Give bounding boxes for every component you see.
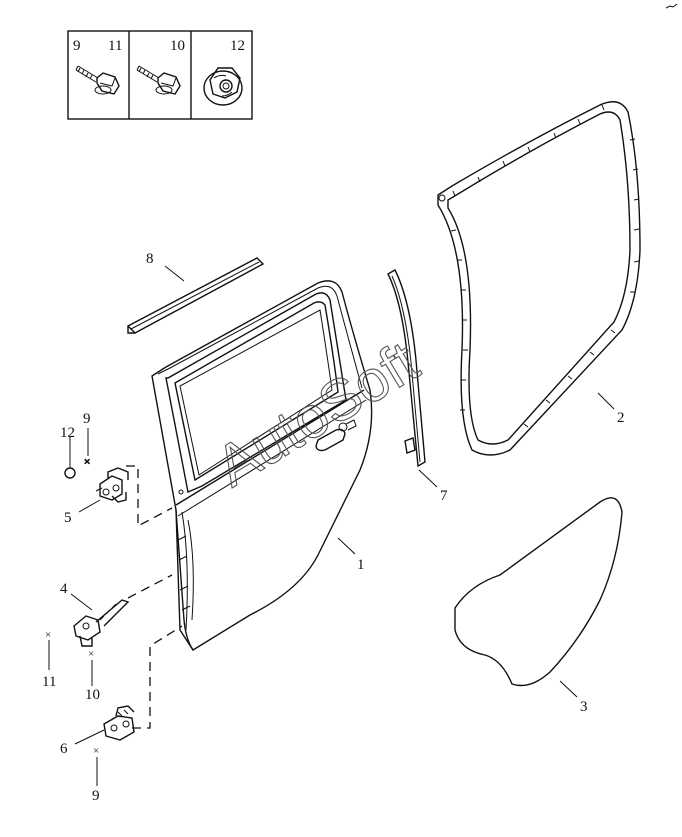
bolt-flange-icon <box>136 65 181 95</box>
callout-8: 8 <box>146 251 154 267</box>
callout-12: 12 <box>60 425 75 441</box>
callout-2: 2 <box>617 410 625 426</box>
bolt-mark-11: × <box>45 629 51 641</box>
bolt-mark-10: × <box>88 648 94 660</box>
callout-9-upper: 9 <box>83 411 91 427</box>
bolt-flange-icon <box>75 65 120 95</box>
legend-label-10: 10 <box>170 38 185 54</box>
callout-9-lower: 9 <box>92 788 100 804</box>
callout-5: 5 <box>64 510 72 526</box>
callout-10: 10 <box>85 687 100 703</box>
corner-mark <box>665 3 678 9</box>
weatherstrip-part-2 <box>437 101 641 456</box>
legend-label-12: 12 <box>230 38 245 54</box>
callout-11: 11 <box>42 674 56 690</box>
legend-label-11: 11 <box>108 38 122 54</box>
callout-1: 1 <box>357 557 365 573</box>
upper-hinge-part-5 <box>95 467 129 503</box>
nut-part-12 <box>64 467 76 479</box>
channel-strip-part-7 <box>387 269 426 468</box>
belt-molding-part-8 <box>126 257 265 334</box>
lower-hinge-part-6 <box>103 705 135 741</box>
callout-3: 3 <box>580 699 588 715</box>
fastener-legend: 9 11 10 12 <box>67 30 253 120</box>
door-check-part-4 <box>73 599 130 647</box>
bolt-mark-9: × <box>84 456 90 468</box>
legend-label-9: 9 <box>73 38 81 54</box>
flange-nut-icon <box>203 67 243 106</box>
callout-4: 4 <box>60 581 68 597</box>
callout-6: 6 <box>60 741 68 757</box>
callout-7: 7 <box>440 488 448 504</box>
door-shell-part-1 <box>151 280 373 651</box>
panel-sheet-part-3 <box>454 497 623 687</box>
bolt-mark-9-lower: × <box>93 745 99 757</box>
